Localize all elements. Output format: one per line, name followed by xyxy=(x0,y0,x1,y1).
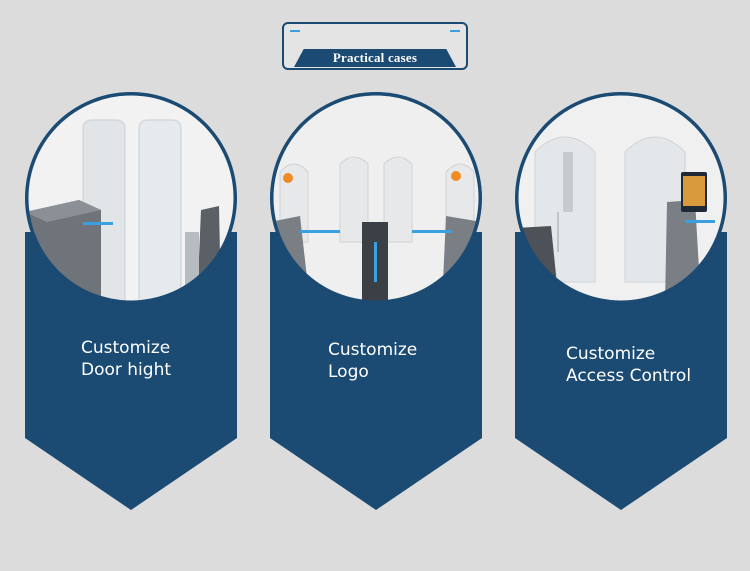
card-label-line1: Customize xyxy=(566,344,656,364)
turnstile-access-control-image xyxy=(518,95,724,301)
badge-accent-left xyxy=(290,30,300,62)
badge-bar: Practical cases xyxy=(294,49,456,67)
card-label-line2: Access Control xyxy=(566,366,692,386)
card-door-height[interactable]: Customize Door hight xyxy=(25,92,237,510)
card-label: Customize Door hight xyxy=(25,337,237,381)
card-label: Customize Access Control xyxy=(515,343,727,387)
card-label-line2: Door hight xyxy=(81,360,172,380)
card-label-line1: Customize xyxy=(328,340,418,360)
section-title: Practical cases xyxy=(332,50,418,65)
card-label-line2: Logo xyxy=(328,362,369,382)
card-shape xyxy=(25,92,237,510)
card-label-line1: Customize xyxy=(81,338,171,358)
section-badge: Practical cases xyxy=(282,22,468,70)
card-logo[interactable]: Customize Logo xyxy=(270,92,482,510)
card-shape xyxy=(270,92,482,510)
card-label: Customize Logo xyxy=(270,339,482,383)
card-shape xyxy=(515,92,727,510)
badge-accent-right xyxy=(450,30,460,62)
card-access-control[interactable]: Customize Access Control xyxy=(515,92,727,510)
